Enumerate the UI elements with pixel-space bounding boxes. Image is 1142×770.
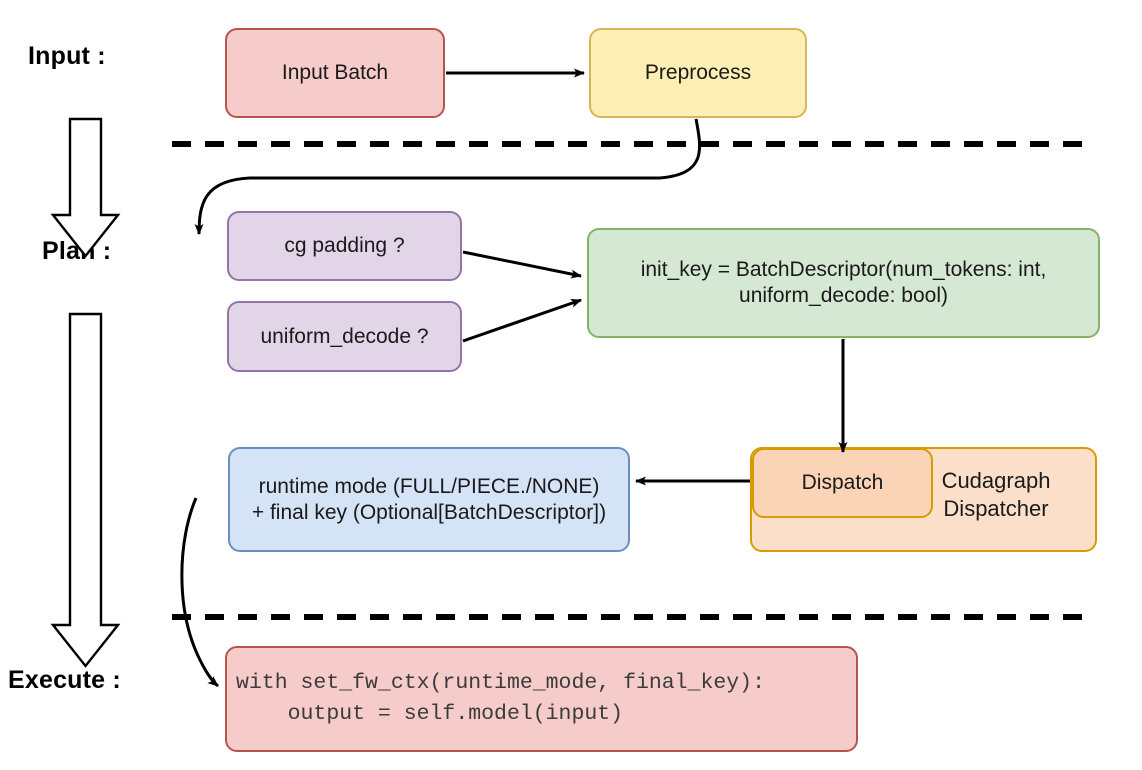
node-input-batch-label: Input Batch — [281, 61, 389, 85]
node-runtime-mode-line1: runtime mode (FULL/PIECE./NONE) — [258, 474, 600, 498]
node-init-key[interactable]: init_key = BatchDescriptor(num_tokens: i… — [587, 228, 1100, 338]
node-init-key-line1: init_key = BatchDescriptor(num_tokens: i… — [640, 258, 1047, 282]
node-runtime-mode-line2: + final key (Optional[BatchDescriptor]) — [251, 500, 607, 524]
edge-uniform-decode-to-init-key — [462, 298, 582, 343]
node-cudagraph-dispatcher-line2: Dispatcher — [943, 495, 1049, 521]
stage-arrow-input-to-plan — [50, 117, 121, 258]
node-dispatch-label: Dispatch — [801, 471, 884, 495]
stage-arrow-plan-to-execute — [50, 312, 121, 668]
stage-label-plan: Plan : — [42, 237, 112, 265]
node-runtime-mode[interactable]: runtime mode (FULL/PIECE./NONE) + final … — [228, 447, 630, 552]
node-cudagraph-dispatcher-line1: Cudagraph — [941, 468, 1051, 493]
node-uniform-decode-label: uniform_decode ? — [260, 324, 429, 348]
node-input-batch[interactable]: Input Batch — [225, 28, 445, 118]
node-cg-padding-label: cg padding ? — [284, 234, 405, 258]
node-execute-code-text: with set_fw_ctx(runtime_mode, final_key)… — [236, 671, 765, 726]
edge-runtime-mode-to-execute-code — [180, 497, 219, 688]
node-execute-code[interactable]: with set_fw_ctx(runtime_mode, final_key)… — [225, 646, 858, 752]
node-preprocess-label: Preprocess — [644, 61, 752, 85]
node-cg-padding[interactable]: cg padding ? — [227, 211, 462, 281]
stage-label-input: Input : — [28, 42, 106, 70]
node-dispatch[interactable]: Dispatch — [752, 448, 933, 518]
edge-cg-padding-to-init-key — [462, 250, 582, 279]
node-cudagraph-dispatcher-label: Cudagraph Dispatcher — [911, 467, 1081, 522]
node-preprocess[interactable]: Preprocess — [589, 28, 807, 118]
node-uniform-decode[interactable]: uniform_decode ? — [227, 301, 462, 372]
node-init-key-line2: uniform_decode: bool) — [739, 284, 948, 307]
stage-label-execute: Execute : — [8, 666, 121, 694]
